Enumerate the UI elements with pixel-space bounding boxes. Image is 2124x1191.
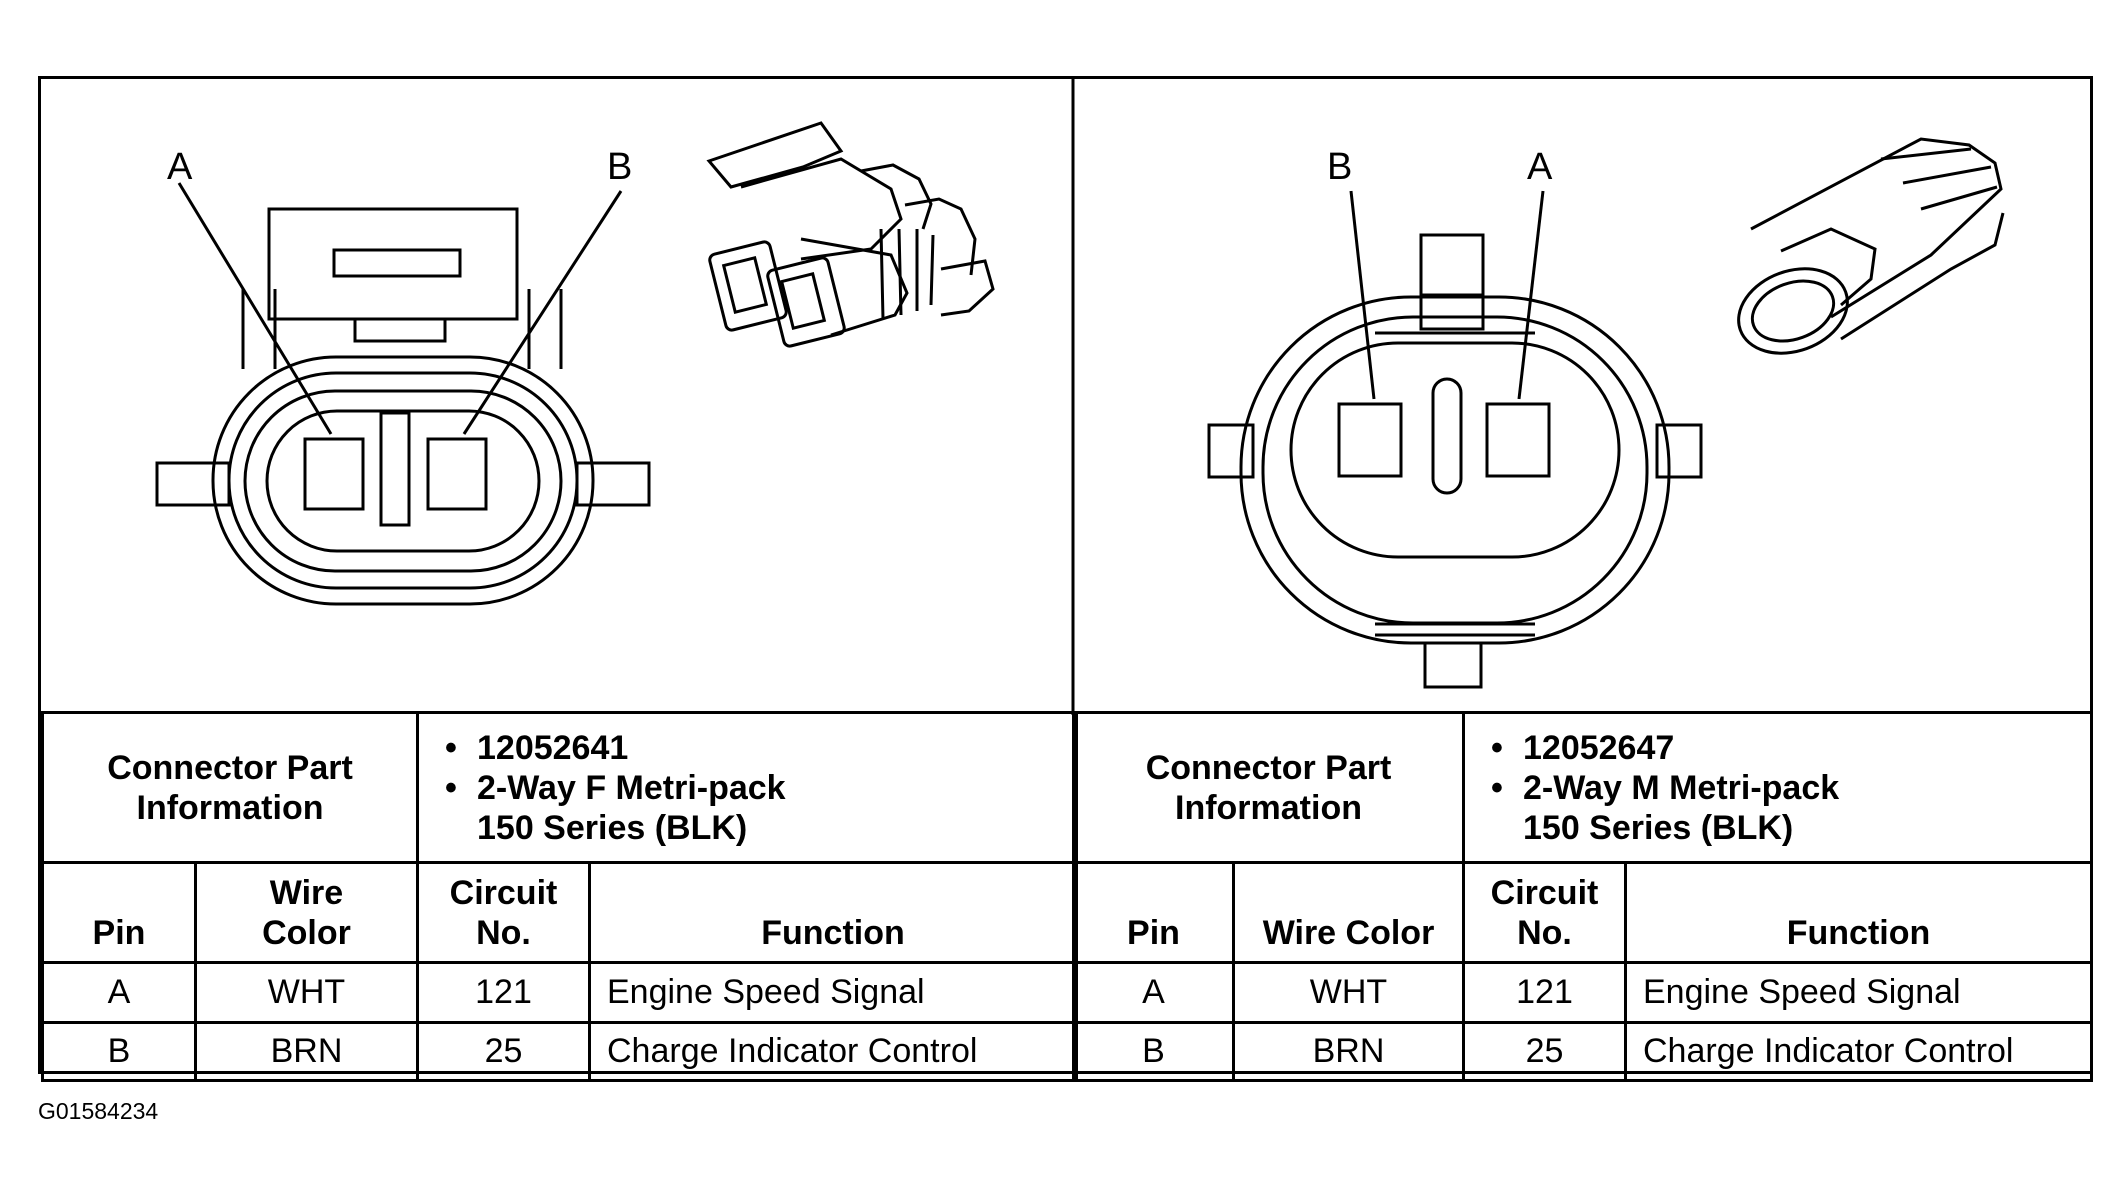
left-connector-table: Connector Part Information •12052641 •2-…	[41, 711, 1078, 1082]
table-row: A WHT 121 Engine Speed Signal	[1072, 961, 2093, 1024]
connector-part-info-label: Connector Part Information	[1072, 711, 1465, 864]
part-description-line2: 150 Series (BLK)	[1523, 808, 1794, 847]
connector-diagram-frame: A B B A Connector Part Information •1205…	[38, 76, 2093, 1082]
wire-color-cell: WHT	[1232, 961, 1465, 1024]
part-description-line2: 150 Series (BLK)	[477, 808, 748, 847]
col-header-function: Function	[588, 861, 1078, 964]
function-cell: Charge Indicator Control	[1624, 1021, 2093, 1082]
col-header-circuit: Circuit No.	[1462, 861, 1627, 964]
male-connector-face-drawing	[1207, 190, 1703, 689]
col-header-circuit: Circuit No.	[416, 861, 591, 964]
circuit-cell: 121	[1462, 961, 1627, 1024]
figure-id: G01584234	[38, 1098, 159, 1124]
table-row: A WHT 121 Engine Speed Signal	[41, 961, 1078, 1024]
connector-part-info-value: •12052641 •2-Way F Metri-pack 150 Series…	[416, 711, 1078, 864]
function-cell: Charge Indicator Control	[588, 1021, 1078, 1082]
pin-cell: A	[1072, 961, 1235, 1024]
right-connector-table: Connector Part Information •12052647 •2-…	[1072, 711, 2093, 1082]
left-pin-label-a: A	[167, 146, 193, 188]
col-header-function: Function	[1624, 861, 2093, 964]
part-number: 12052641	[477, 728, 629, 767]
pin-cell: B	[41, 1021, 197, 1082]
right-pin-label-a: A	[1527, 146, 1553, 188]
circuit-cell: 25	[416, 1021, 591, 1082]
female-connector-thumbnail-drawing	[706, 121, 995, 348]
wire-color-cell: BRN	[1232, 1021, 1465, 1082]
circuit-cell: 121	[416, 961, 591, 1024]
pin-cell: A	[41, 961, 197, 1024]
female-connector-face-drawing	[155, 182, 651, 606]
wire-color-cell: WHT	[194, 961, 419, 1024]
part-number: 12052647	[1523, 728, 1675, 767]
part-description-line1: 2-Way M Metri-pack	[1523, 768, 1840, 807]
table-row: B BRN 25 Charge Indicator Control	[1072, 1021, 2093, 1082]
col-header-pin: Pin	[1072, 861, 1235, 964]
table-row: B BRN 25 Charge Indicator Control	[41, 1021, 1078, 1082]
part-description-line1: 2-Way F Metri-pack	[477, 768, 786, 807]
connector-part-info-label: Connector Part Information	[41, 711, 419, 864]
connector-illustrations: A B B A	[41, 79, 2090, 715]
col-header-wire-color: Wire Color	[194, 861, 419, 964]
function-cell: Engine Speed Signal	[588, 961, 1078, 1024]
connector-part-info-value: •12052647 •2-Way M Metri-pack 150 Series…	[1462, 711, 2093, 864]
right-pin-label-b: B	[1327, 146, 1352, 188]
col-header-wire-color: Wire Color	[1232, 861, 1465, 964]
col-header-pin: Pin	[41, 861, 197, 964]
function-cell: Engine Speed Signal	[1624, 961, 2093, 1024]
pin-cell: B	[1072, 1021, 1235, 1082]
left-pin-label-b: B	[607, 146, 632, 188]
male-connector-thumbnail-drawing	[1737, 137, 2005, 355]
wire-color-cell: BRN	[194, 1021, 419, 1082]
circuit-cell: 25	[1462, 1021, 1627, 1082]
